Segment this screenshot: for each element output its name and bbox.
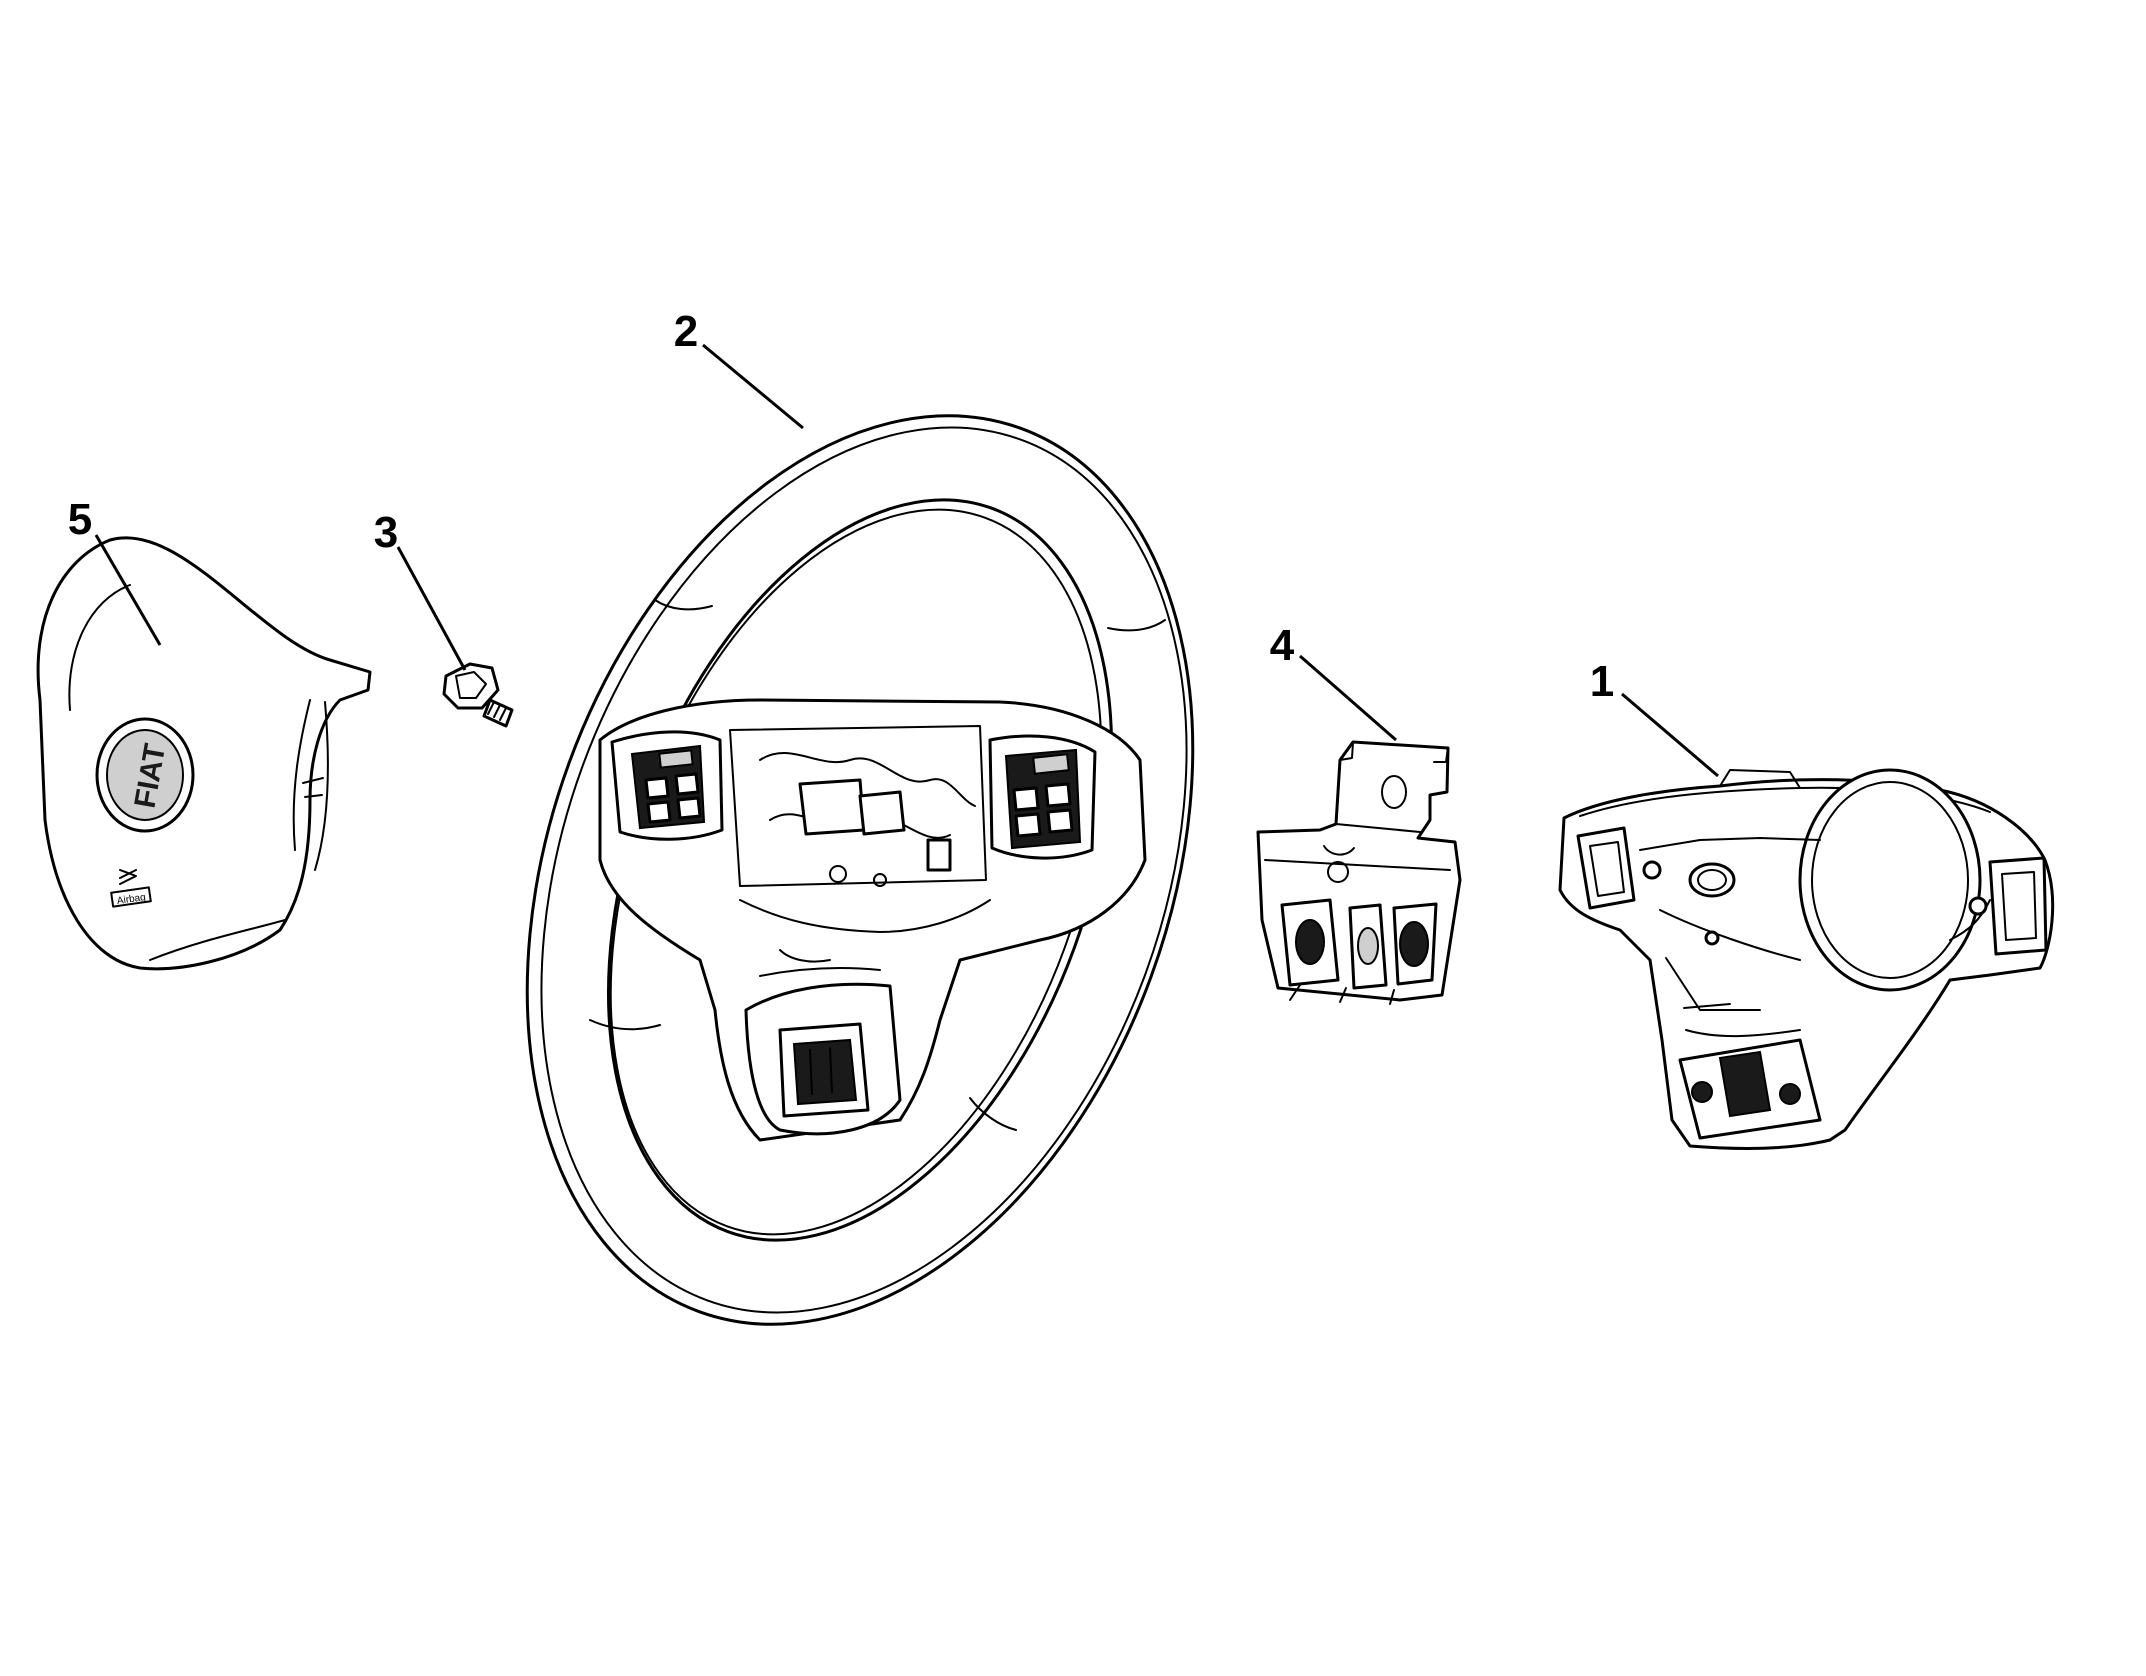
callout-5: 5 [68,495,92,544]
right-switch-pod [988,734,1097,860]
leader-line-5 [94,534,162,646]
callout-3: 3 [374,508,398,557]
bracket-icon[interactable] [1256,740,1462,1005]
airbag-cover-icon[interactable]: FIAT Airbag [36,536,372,971]
leader-line-1 [1621,692,1719,778]
callout-4: 4 [1270,621,1295,670]
bolt-icon[interactable] [442,662,514,728]
callout-2: 2 [674,307,698,356]
airbag-badge-text: Airbag [116,892,146,907]
leader-line-2 [702,343,804,430]
rear-cover-icon[interactable] [1558,768,2055,1150]
callout-1: 1 [1590,657,1614,706]
leader-line-3 [396,546,467,671]
left-switch-pod [610,730,724,841]
steering-wheel-icon[interactable] [408,322,1312,1417]
leader-line-4 [1299,654,1397,742]
